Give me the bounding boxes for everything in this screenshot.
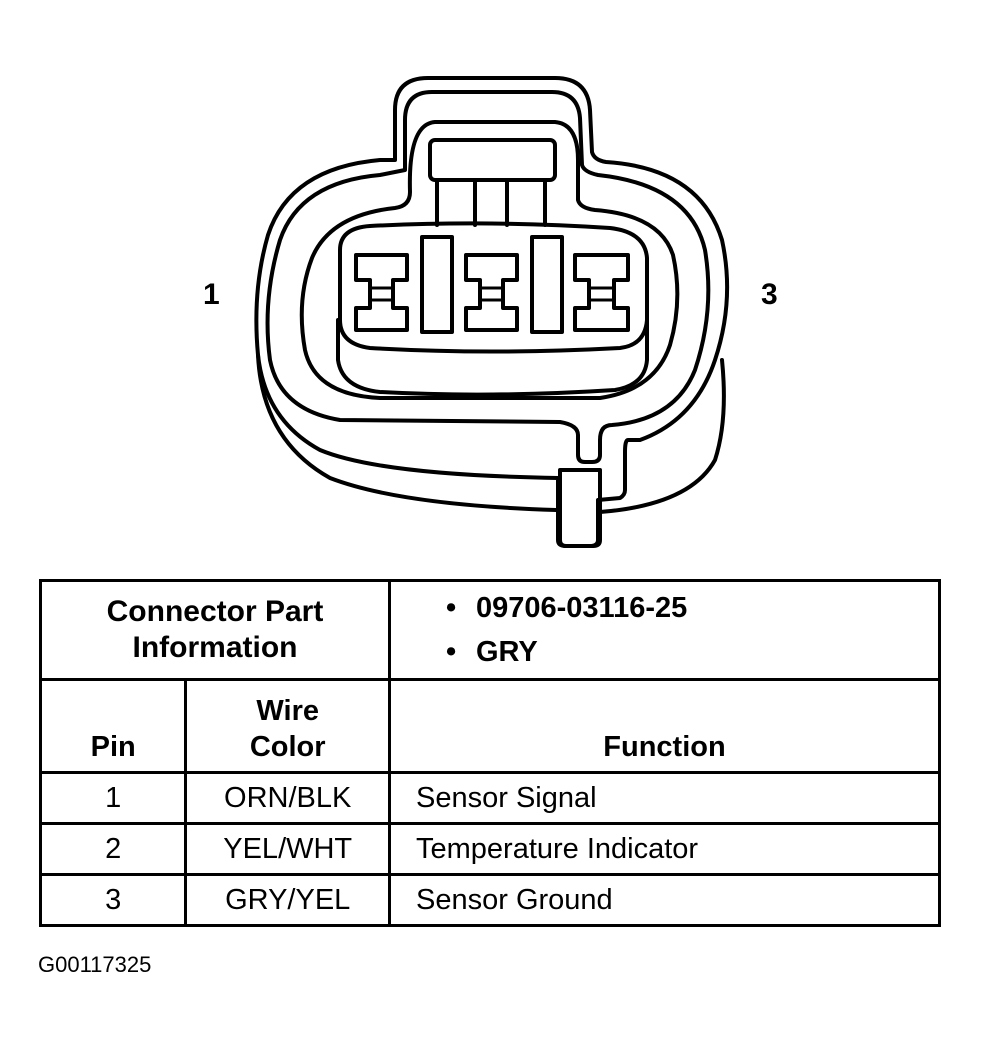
pin-cell: 3 xyxy=(38,873,188,927)
pin-cell: 1 xyxy=(38,771,188,825)
connector-info-table: Connector Part Information 09706-03116-2… xyxy=(38,579,941,927)
wire-color-header-line-1: Wire xyxy=(256,695,319,727)
pin-cavity-2 xyxy=(464,253,519,332)
locking-tab xyxy=(558,468,602,548)
connector-face-drawing xyxy=(254,76,730,548)
pin-cell: 2 xyxy=(38,822,188,876)
connector-skirt xyxy=(256,353,558,512)
wire-color-cell: GRY/YEL xyxy=(184,873,391,927)
part-number: 09706-03116-25 xyxy=(446,586,938,630)
figure-id: G00117325 xyxy=(38,952,152,977)
column-header-function: Function xyxy=(388,678,941,774)
table-row: 3 GRY/YEL Sensor Ground xyxy=(38,873,941,927)
column-header-row: Pin Wire Color Function xyxy=(38,678,941,774)
function-cell: Sensor Signal xyxy=(388,771,941,825)
wire-color-cell: ORN/BLK xyxy=(184,771,391,825)
connector-inner-frame xyxy=(299,120,680,400)
cavity-key-1 xyxy=(420,235,454,334)
column-header-wire-color: Wire Color xyxy=(184,678,391,774)
part-info-list: 09706-03116-25 GRY xyxy=(446,586,938,674)
column-header-pin: Pin xyxy=(38,678,188,774)
latch-block xyxy=(428,138,557,182)
pin-cavity-1 xyxy=(354,253,409,332)
wire-color-cell: YEL/WHT xyxy=(184,822,391,876)
pin-1-label: 1 xyxy=(203,278,220,311)
function-cell: Sensor Ground xyxy=(388,873,941,927)
part-info-header-line-2: Information xyxy=(132,631,298,664)
part-info-header: Connector Part Information xyxy=(39,579,391,681)
part-info-values: 09706-03116-25 GRY xyxy=(388,579,941,681)
connector-color: GRY xyxy=(446,630,938,674)
cavity-key-2 xyxy=(530,235,564,334)
connector-inner-shell xyxy=(265,90,711,464)
table-row: 1 ORN/BLK Sensor Signal xyxy=(38,771,941,825)
pin-cavity-3 xyxy=(573,253,630,332)
wire-color-header-line-2: Color xyxy=(249,731,326,763)
connector-skirt-right xyxy=(598,358,726,514)
part-info-header-line-1: Connector Part xyxy=(106,595,324,628)
function-cell: Temperature Indicator xyxy=(388,822,941,876)
part-info-row: Connector Part Information 09706-03116-2… xyxy=(39,579,941,681)
table-row: 2 YEL/WHT Temperature Indicator xyxy=(38,822,941,876)
pin-3-label: 3 xyxy=(761,278,778,311)
